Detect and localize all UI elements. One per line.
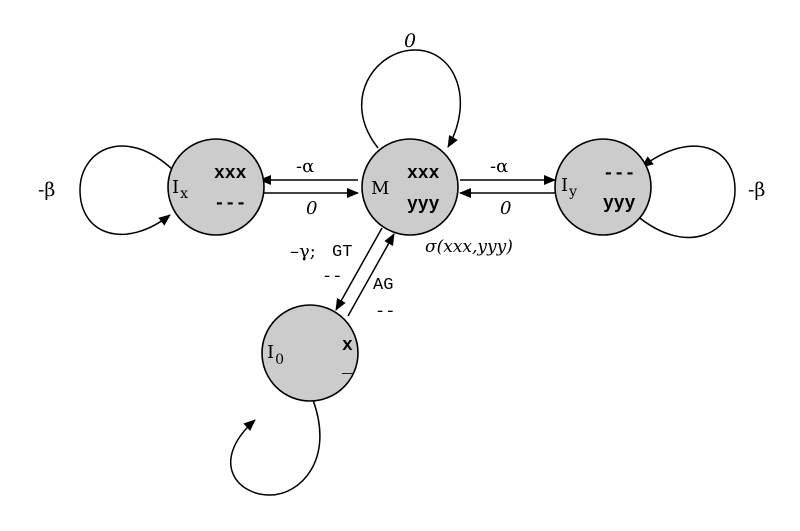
edge-ix-to-m-label: 0 <box>306 198 317 219</box>
node-iy-name: Iy <box>561 175 577 200</box>
edge-i0-to-m <box>347 233 395 317</box>
loop-i0 <box>230 399 321 496</box>
edge-m-to-iy-label: -α <box>490 156 508 177</box>
edge-m-to-i0-top: GT <box>332 243 352 262</box>
node-ix-sub: x <box>180 186 188 202</box>
node-iy-sub: y <box>568 184 577 200</box>
node-i0-sub: 0 <box>275 352 284 368</box>
node-ix-line2: --- <box>214 194 246 214</box>
edge-i0-to-m-bottom: -- <box>375 303 395 322</box>
loop-m-label: 0 <box>404 30 416 52</box>
node-m-line2: yyy <box>407 195 440 215</box>
node-m-line1: xxx <box>407 164 440 184</box>
node-m: M xxx yyy <box>361 138 459 236</box>
loop-iy <box>635 145 736 239</box>
node-iy-line2: yyy <box>603 194 636 214</box>
node-i0-line2: _ <box>341 358 353 378</box>
loop-ix <box>79 145 174 236</box>
loop-ix-label: -β <box>38 179 55 201</box>
edge-m-to-ix-label: -α <box>296 156 314 177</box>
node-ix: Ix xxx --- <box>167 138 265 236</box>
node-i0-line1: x <box>342 336 353 356</box>
score-annotation: σ(xxx,yyy) <box>425 237 513 257</box>
edge-m-to-i0 <box>335 227 383 311</box>
node-i0: I0 x _ <box>261 304 359 402</box>
node-m-name: M <box>371 178 389 199</box>
loop-m <box>360 49 462 149</box>
edge-iy-to-m-label: 0 <box>500 198 511 219</box>
edge-m-to-i0-weight: –γ; <box>290 241 316 262</box>
edge-m-to-i0-bottom: -- <box>322 268 342 287</box>
loop-iy-label: -β <box>748 179 765 201</box>
node-ix-name: Ix <box>172 177 188 202</box>
node-iy: Iy --- yyy <box>554 138 652 236</box>
node-iy-line1: --- <box>603 164 635 184</box>
node-i0-name: I0 <box>267 342 284 368</box>
edge-i0-to-m-top: AG <box>373 276 393 295</box>
node-ix-line1: xxx <box>214 164 247 184</box>
